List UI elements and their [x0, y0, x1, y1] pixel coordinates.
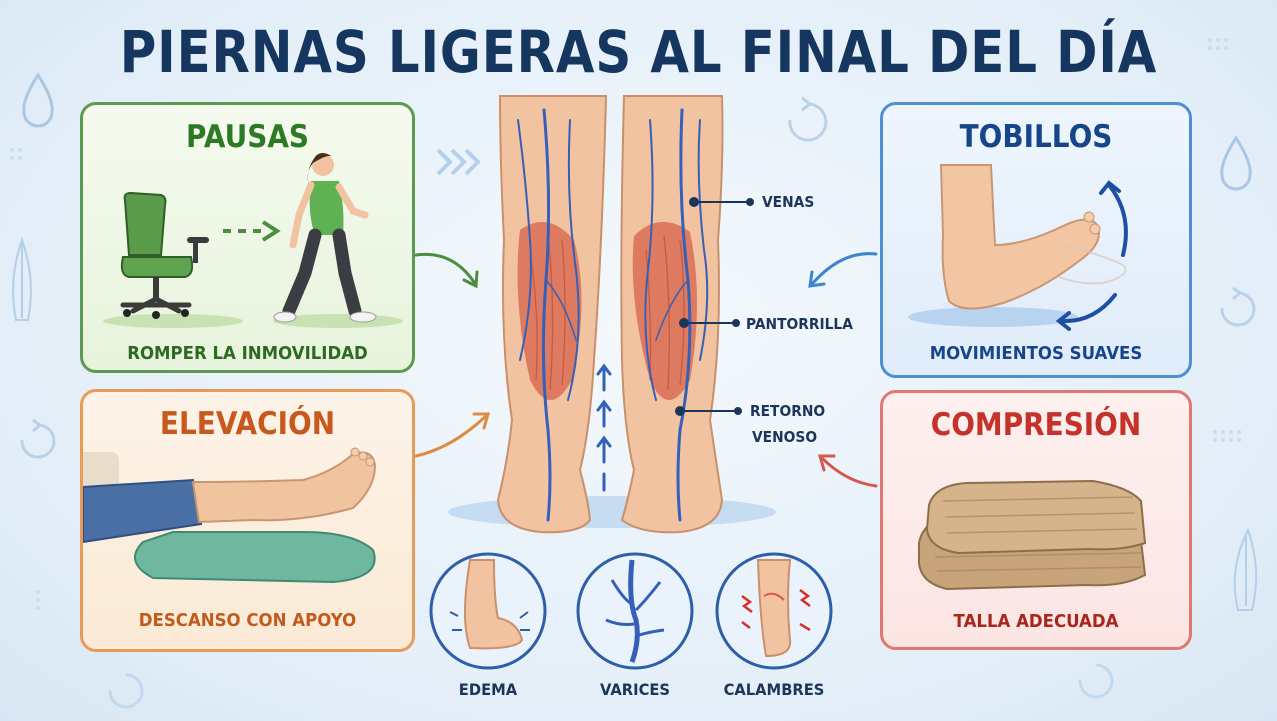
walking-woman-icon: [273, 153, 377, 323]
card-caption: TALLA ADECUADA: [953, 611, 1119, 632]
muscle-fibers-icon: [12, 236, 32, 321]
card-caption: MOVIMIENTOS SUAVES: [929, 343, 1143, 364]
label-venas: VENAS: [762, 193, 815, 211]
dot-grid-icon: [10, 38, 1241, 610]
curved-arrow-icon: [1055, 180, 1128, 331]
card-heading: PAUSAS: [185, 119, 310, 155]
arrow-tobillos-to-legs-icon: [808, 252, 878, 288]
card-caption: DESCANSO CON APOYO: [138, 610, 357, 631]
refresh-icon: [788, 96, 828, 142]
page-title: PIERNAS LIGERAS AL FINAL DEL DÍA: [119, 18, 1158, 86]
varices-icon: [576, 552, 694, 670]
refresh-icon: [1078, 663, 1114, 699]
card-pausas: PAUSAS ROMPER LA INMOVILIDAD: [80, 102, 415, 373]
card-caption: ROMPER LA INMOVILIDAD: [127, 343, 368, 364]
card-heading: ELEVACIÓN: [159, 406, 336, 442]
refresh-icon: [1220, 286, 1256, 327]
veins: [517, 108, 709, 522]
office-chair-to-walking-illustration: [103, 153, 403, 328]
card-heading: TOBILLOS: [959, 119, 1113, 155]
card-tobillos: TOBILLOS MOVIMIENTOS SUAVES: [880, 102, 1192, 378]
symptom-label-varices: VARICES: [599, 680, 671, 699]
leader-lines: [675, 197, 754, 416]
symptom-label-calambres: CALAMBRES: [723, 680, 825, 699]
calambres-icon: [715, 552, 833, 670]
refresh-icon: [108, 673, 144, 709]
arrow-pausas-to-legs-icon: [414, 252, 479, 289]
water-drop-icon: [1220, 135, 1252, 191]
card-compresion: COMPRESIÓN TALLA ADECUADA: [880, 390, 1192, 650]
ankle-rotation-foot-illustration: [908, 164, 1128, 331]
label-venoso: VENOSO: [752, 428, 818, 446]
card-heading: COMPRESIÓN: [930, 407, 1142, 443]
symptom-label-edema: EDEMA: [458, 680, 518, 699]
elevated-leg-on-pillow-illustration: [83, 447, 377, 584]
edema-icon: [429, 552, 547, 670]
office-chair-icon: [120, 191, 209, 319]
chevrons-icon: [436, 148, 481, 176]
retorno-venoso-arrows: [596, 363, 612, 492]
muscle-fibers-icon: [1233, 527, 1258, 611]
arrow-elevacion-to-legs-icon: [414, 412, 490, 458]
label-pantorrilla: PANTORRILLA: [746, 315, 853, 333]
label-retorno: RETORNO: [750, 402, 826, 420]
arrow-compresion-to-legs-icon: [818, 454, 878, 488]
refresh-icon: [20, 418, 56, 459]
card-elevacion: ELEVACIÓN DESCANSO CON APOYO: [80, 389, 415, 652]
folded-compression-stockings-illustration: [918, 479, 1147, 591]
left-leg: [496, 95, 608, 534]
water-drop-icon: [22, 72, 54, 128]
